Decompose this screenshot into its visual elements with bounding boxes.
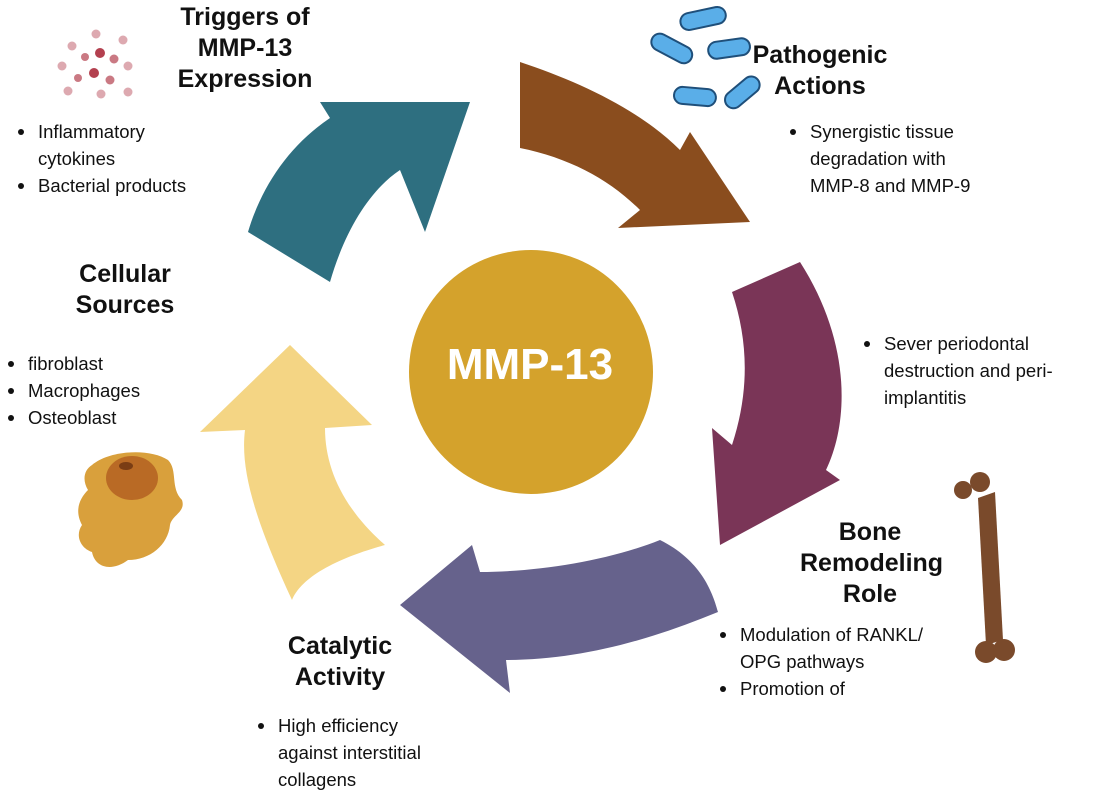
bacterium <box>679 5 727 32</box>
bone-end <box>993 639 1015 661</box>
triggers-bullet-list: Inflammatory cytokines Bacterial product… <box>12 118 252 199</box>
cytokine-dot <box>89 68 99 78</box>
bone-bullet: Modulation of RANKL/ OPG pathways <box>714 621 984 675</box>
triggers-arrow <box>248 102 470 282</box>
cytokine-dots-icon <box>57 29 133 99</box>
bone-heading: Bone Remodeling Role <box>800 518 944 608</box>
catalytic-heading: Catalytic Activity <box>287 632 393 691</box>
bacterium <box>673 85 717 108</box>
triggers-heading: Triggers of MMP-13 Expression <box>177 3 313 93</box>
bone-end <box>954 481 972 499</box>
cell-nucleus <box>106 456 158 500</box>
bacterium <box>650 32 694 65</box>
cellular-bullet: Osteoblast <box>2 404 202 431</box>
center-label: MMP-13 <box>446 340 614 389</box>
pathogenic-bullet-list: Synergistic tissue degradation with MMP-… <box>784 118 1034 199</box>
osteoblast-cell-icon <box>78 452 183 567</box>
destruction-arrow <box>712 262 842 545</box>
cellular-bullet-list: fibroblast Macrophages Osteoblast <box>2 350 202 431</box>
pathogenic-heading: Pathogenic Actions <box>752 41 888 100</box>
cytokine-dot <box>118 35 128 45</box>
cytokine-dot <box>91 29 101 39</box>
bone-remodeling-arrow <box>400 540 718 693</box>
bacterium <box>724 75 761 110</box>
cytokine-dot <box>105 75 115 85</box>
catalytic-bullet: High efficiency against interstitial col… <box>252 712 482 793</box>
bone-bullet: Promotion of <box>714 675 984 702</box>
bacteria-icon <box>650 5 761 110</box>
cytokine-dot <box>81 53 89 61</box>
pathogenic-bullet: Synergistic tissue degradation with MMP-… <box>784 118 1034 199</box>
bone-icon <box>954 472 1015 663</box>
pathogenic-arrow <box>520 62 750 228</box>
destruction-bullet: Sever periodontal destruction and peri- … <box>858 330 1094 411</box>
cytokine-dot <box>74 74 82 82</box>
bone-shaft <box>978 492 1003 645</box>
catalytic-bullet-list: High efficiency against interstitial col… <box>252 712 482 793</box>
destruction-bullet-list: Sever periodontal destruction and peri- … <box>858 330 1094 411</box>
cytokine-dot <box>123 87 133 97</box>
triggers-bullet: Bacterial products <box>12 172 252 199</box>
cellular-bullet: Macrophages <box>2 377 202 404</box>
cytokine-dot <box>109 54 119 64</box>
bone-bullet-list: Modulation of RANKL/ OPG pathways Promot… <box>714 621 984 702</box>
cytokine-dot <box>123 61 133 71</box>
bacterium <box>707 37 751 60</box>
cytokine-dot <box>96 89 106 99</box>
center-circle <box>409 250 653 494</box>
cytokine-dot <box>95 48 105 58</box>
catalytic-arrow <box>200 345 385 600</box>
cellular-bullet: fibroblast <box>2 350 202 377</box>
bone-end <box>970 472 990 492</box>
cytokine-dot <box>57 61 67 71</box>
cytokine-dot <box>67 41 77 51</box>
cell-nucleolus <box>119 462 133 470</box>
triggers-bullet: Inflammatory cytokines <box>12 118 252 172</box>
bone-end <box>975 641 997 663</box>
cytokine-dot <box>63 86 73 96</box>
cellular-heading: Cellular Sources <box>75 260 175 319</box>
